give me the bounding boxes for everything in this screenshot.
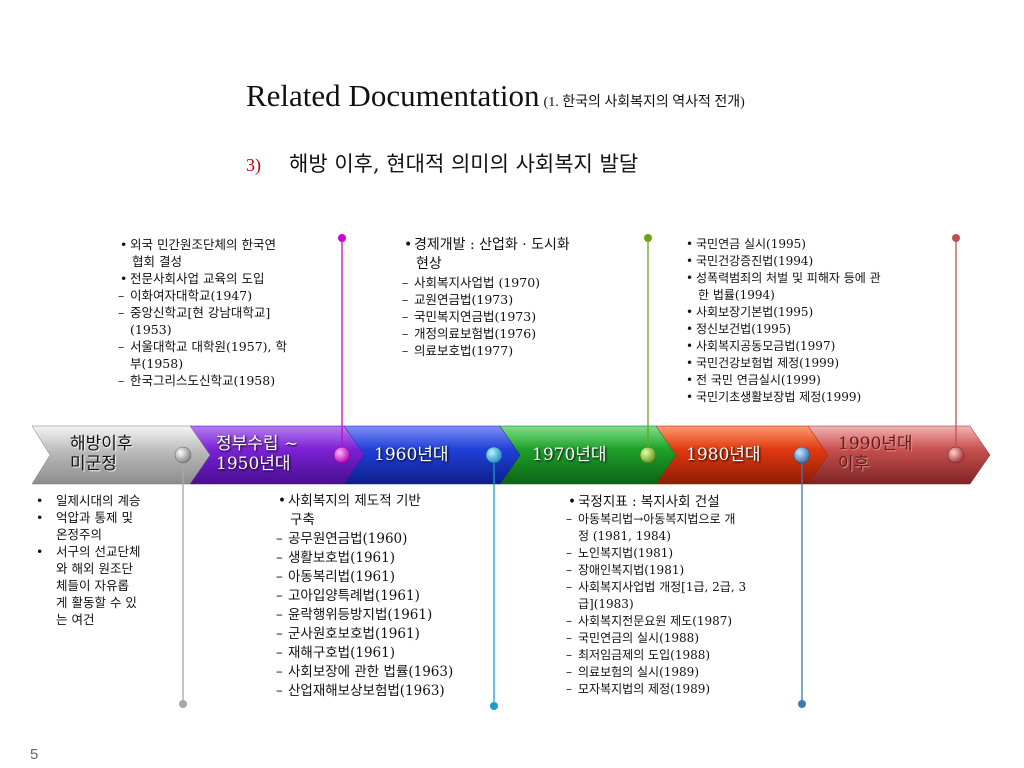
note-1980s: 국정지표 : 복지사회 건설 아동복리법→아동복지법으로 개 정 (1981, … (566, 494, 796, 698)
note-line: 산업재해보상보험법(1963) (276, 682, 491, 701)
note-line: 모자복지법의 제정(1989) (566, 681, 796, 698)
title-text: Related Documentation (246, 78, 540, 113)
note-line: 서구의 선교단체 (30, 543, 180, 560)
note-line: 외국 민간원조단체의 한국연 (118, 236, 338, 253)
note-line: 국민연금의 실시(1988) (566, 630, 796, 647)
segment-label-line: 해방이후 (70, 434, 133, 454)
note-line: 사회복지공동모금법(1997) (684, 338, 944, 355)
note-line: 국민기초생활보장법 제정(1999) (684, 389, 944, 406)
segment-label-line: 1970년대 (532, 445, 607, 465)
note-line: 개정의료보험법(1976) (402, 325, 627, 342)
note-line: 최저임금제의 도입(1988) (566, 647, 796, 664)
segment-label-1990s: 1990년대 이후 (838, 434, 913, 474)
note-line: 구축 (290, 512, 315, 528)
note-line: 부(1958) (130, 356, 184, 371)
note-line: 국민건강증진법(1994) (684, 253, 944, 270)
note-line: 의료보험의 실시(1989) (566, 664, 796, 681)
title-subtext: (1. 한국의 사회복지의 역사적 전개) (543, 95, 745, 110)
segment-label-line: 미군정 (70, 454, 117, 474)
note-line: 국민복지연금법(1973) (402, 308, 627, 325)
segment-label-liberation: 해방이후 미군정 (70, 434, 133, 474)
section-heading-text: 해방 이후, 현대적 의미의 사회복지 발달 (289, 152, 639, 176)
note-1950s: 외국 민간원조단체의 한국연 협회 결성 전문사회사업 교육의 도입 이화여자대… (118, 236, 338, 389)
note-line: 아동복리법(1961) (276, 568, 491, 587)
note-line: 교원연금법(1973) (402, 291, 627, 308)
note-line: 협회 결성 (132, 254, 182, 269)
note-line: 국민연금 실시(1995) (684, 236, 944, 253)
note-line: 현상 (416, 256, 442, 272)
pin-dot (644, 234, 652, 242)
segment-label-line: 이후 (838, 454, 870, 474)
note-line: 전문사회사업 교육의 도입 (118, 270, 338, 287)
note-line: 중앙신학교[현 강남대학교] (118, 304, 338, 321)
note-1960s: 사회복지의 제도적 기반 구축 공무원연금법(1960) 생활보호법(1961)… (276, 492, 491, 701)
note-line: 경제개발 : 산업화 · 도시화 (402, 236, 627, 255)
segment-label-line: 정부수립 ~ (216, 434, 299, 454)
note-line: 사회복지사업법 개정[1급, 2급, 3 (566, 579, 796, 596)
note-line: 노인복지법(1981) (566, 545, 796, 562)
note-line: 사회보장기본법(1995) (684, 304, 944, 321)
section-heading: 3) 해방 이후, 현대적 의미의 사회복지 발달 (246, 148, 638, 178)
note-line: 는 여건 (56, 612, 95, 627)
note-line: 한국그리스도신학교(1958) (118, 372, 338, 389)
note-1970s: 경제개발 : 산업화 · 도시화 현상 사회복지사업법 (1970) 교원연금법… (402, 236, 627, 359)
segment-label-line: 1990년대 (838, 434, 913, 454)
segment-label-gov-1950s: 정부수립 ~ 1950년대 (216, 434, 298, 474)
note-line: 체들이 자유롭 (56, 578, 129, 593)
note-line: 이화여자대학교(1947) (118, 287, 338, 304)
page-number: 5 (30, 746, 39, 763)
note-line: 사회복지의 제도적 기반 (276, 492, 491, 511)
timeline-ball (333, 446, 351, 464)
note-line: 아동복리법→아동복지법으로 개 (566, 511, 796, 528)
segment-label-1980s: 1980년대 (686, 445, 761, 465)
note-line: 정신보건법(1995) (684, 321, 944, 338)
note-line: 윤락행위등방지법(1961) (276, 606, 491, 625)
note-line: 급](1983) (578, 597, 634, 611)
note-line: 억압과 통제 및 (30, 509, 180, 526)
timeline-ball (947, 446, 965, 464)
pin-dot (179, 700, 187, 708)
pin-dot (952, 234, 960, 242)
section-number: 3) (246, 155, 261, 175)
note-line: 서울대학교 대학원(1957), 학 (118, 338, 338, 355)
note-line: 정 (1981, 1984) (578, 529, 671, 543)
timeline-ball (793, 446, 811, 464)
note-line: 일제시대의 계승 (30, 492, 180, 509)
page-title: Related Documentation(1. 한국의 사회복지의 역사적 전… (246, 78, 745, 114)
timeline-ball (485, 446, 503, 464)
note-line: 군사원호보호법(1961) (276, 625, 491, 644)
note-line: (1953) (130, 322, 172, 337)
note-line: 생활보호법(1961) (276, 549, 491, 568)
pin-dot (798, 700, 806, 708)
note-line: 공무원연금법(1960) (276, 530, 491, 549)
note-line: 사회복지사업법 (1970) (402, 274, 627, 291)
segment-label-line: 1980년대 (686, 445, 761, 465)
timeline-ball (639, 446, 657, 464)
note-line: 국민건강보험법 제정(1999) (684, 355, 944, 372)
note-line: 사회복지전문요원 제도(1987) (566, 613, 796, 630)
segment-label-1960s: 1960년대 (374, 445, 449, 465)
note-line: 게 활동할 수 있 (56, 595, 137, 610)
note-line: 의료보호법(1977) (402, 342, 627, 359)
note-line: 성폭력범죄의 처벌 및 피해자 등에 관 (684, 270, 944, 287)
note-line: 사회보장에 관한 법률(1963) (276, 663, 491, 682)
note-line: 온정주의 (56, 527, 103, 542)
note-line: 국정지표 : 복지사회 건설 (566, 494, 796, 511)
note-1990s: 국민연금 실시(1995) 국민건강증진법(1994) 성폭력범죄의 처벌 및 … (684, 236, 944, 406)
pin-dot (490, 702, 498, 710)
note-line: 와 해외 원조단 (56, 561, 133, 576)
note-line: 고아입양특례법(1961) (276, 587, 491, 606)
segment-label-1970s: 1970년대 (532, 445, 607, 465)
note-line: 전 국민 연금실시(1999) (684, 372, 944, 389)
note-line: 재해구호법(1961) (276, 644, 491, 663)
note-liberation: 일제시대의 계승 억압과 통제 및 온정주의 서구의 선교단체 와 해외 원조단… (30, 492, 180, 628)
timeline-ball (174, 446, 192, 464)
segment-label-line: 1960년대 (374, 445, 449, 465)
note-line: 한 법률(1994) (698, 288, 775, 302)
segment-liberation (31, 425, 211, 485)
pin-dot (338, 234, 346, 242)
segment-label-line: 1950년대 (216, 454, 291, 474)
note-line: 장애인복지법(1981) (566, 562, 796, 579)
